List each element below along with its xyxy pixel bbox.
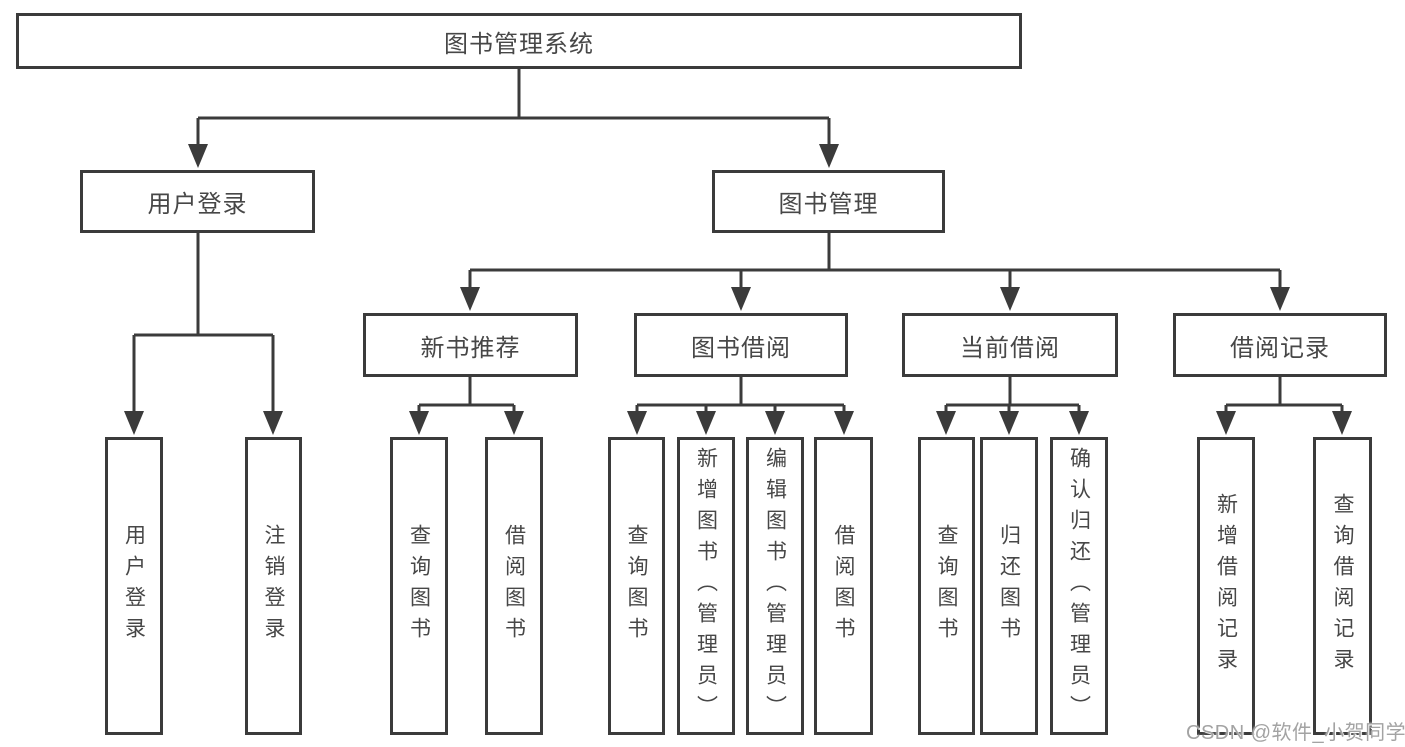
arrowhead [409, 411, 429, 435]
arrowhead [1270, 287, 1290, 311]
arrowhead [936, 411, 956, 435]
arrowhead [1069, 411, 1089, 435]
node-borrow-records: 借阅记录 [1173, 313, 1387, 377]
connector-current [944, 377, 1081, 413]
node-book-management-label: 图书管理 [778, 191, 879, 218]
arrowhead [124, 411, 144, 435]
node-query-borrow-record-label: 查询借阅记录 [1331, 493, 1354, 679]
node-current-borrow-label: 当前借阅 [960, 334, 1060, 362]
connector-records [1224, 377, 1344, 413]
node-add-book-admin: 新增图书（管理员） [677, 437, 735, 735]
node-book-borrow-label: 图书借阅 [691, 334, 791, 362]
node-edit-book-admin: 编辑图书（管理员） [746, 437, 804, 735]
arrowhead [188, 144, 208, 168]
arrowhead [1000, 287, 1020, 311]
node-return-book-label: 归还图书 [997, 524, 1021, 648]
arrowhead [1332, 411, 1352, 435]
node-user-login: 用户登录 [80, 170, 315, 233]
connector-borrow [635, 377, 846, 413]
node-borrow-books-label: 借阅图书 [832, 524, 855, 648]
node-book-management: 图书管理 [712, 170, 945, 233]
node-query-books-borrow: 查询图书 [608, 437, 665, 735]
node-borrow-books-recommend: 借阅图书 [485, 437, 543, 735]
node-login: 用户登录 [105, 437, 163, 735]
connector-login [132, 233, 275, 413]
connector-root [196, 69, 831, 146]
node-root: 图书管理系统 [16, 13, 1022, 69]
arrowhead [731, 287, 751, 311]
node-add-borrow-record: 新增借阅记录 [1197, 437, 1255, 735]
arrowhead [819, 144, 839, 168]
node-return-book: 归还图书 [980, 437, 1038, 735]
node-query-borrow-record: 查询借阅记录 [1313, 437, 1372, 735]
node-confirm-return-admin: 确认归还（管理员） [1050, 437, 1108, 735]
node-user-login-label: 用户登录 [147, 191, 248, 218]
node-current-borrow: 当前借阅 [902, 313, 1118, 377]
node-edit-book-admin-label: 编辑图书（管理员） [763, 446, 787, 726]
arrowhead [696, 411, 716, 435]
node-new-book-recommend: 新书推荐 [363, 313, 578, 377]
node-new-book-recommend-label: 新书推荐 [420, 334, 521, 362]
arrowhead [999, 411, 1019, 435]
csdn-watermark: CSDN @软件_小贺同学 [1186, 722, 1405, 744]
node-login-label: 用户登录 [122, 524, 146, 648]
node-borrow-books: 借阅图书 [814, 437, 873, 735]
node-logout: 注销登录 [245, 437, 302, 735]
connector-recommend [417, 377, 516, 413]
node-query-books-borrow-label: 查询图书 [625, 524, 648, 648]
node-borrow-books-recommend-label: 借阅图书 [502, 524, 526, 648]
node-add-book-admin-label: 新增图书（管理员） [694, 446, 718, 726]
node-query-books-recommend: 查询图书 [390, 437, 448, 735]
arrowhead [263, 411, 283, 435]
arrowhead [765, 411, 785, 435]
arrowhead [504, 411, 524, 435]
node-query-books-current: 查询图书 [918, 437, 975, 735]
arrowhead [1216, 411, 1236, 435]
node-query-books-recommend-label: 查询图书 [407, 524, 431, 648]
node-confirm-return-admin-label: 确认归还（管理员） [1067, 446, 1091, 726]
arrowhead [834, 411, 854, 435]
arrowhead [627, 411, 647, 435]
connector-mgmt [468, 233, 1282, 289]
node-logout-label: 注销登录 [262, 524, 285, 648]
node-root-label: 图书管理系统 [444, 30, 594, 58]
node-borrow-records-label: 借阅记录 [1230, 334, 1330, 362]
node-book-borrow: 图书借阅 [634, 313, 848, 377]
node-query-books-current-label: 查询图书 [935, 524, 958, 648]
node-add-borrow-record-label: 新增借阅记录 [1214, 493, 1238, 679]
arrowhead [460, 287, 480, 311]
